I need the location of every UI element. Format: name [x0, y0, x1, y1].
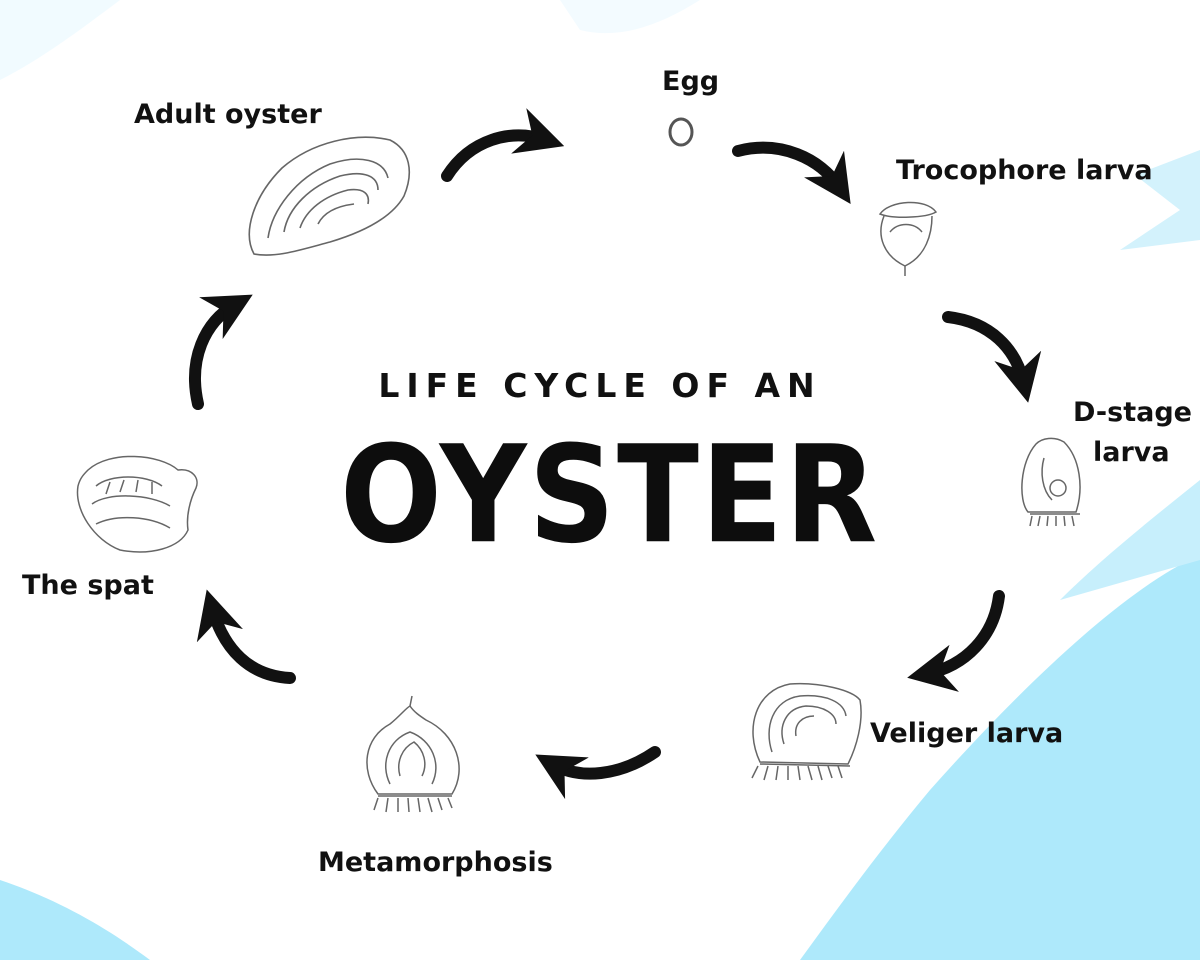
cycle-arrow-icon	[189, 108, 1042, 800]
arrow-dstage-to-veliger	[907, 590, 1005, 692]
metamorphosis-icon	[366, 695, 460, 813]
label-d-stage-larva-line1: D-stage	[1073, 397, 1192, 428]
label-d-stage-larva-line2: larva	[1093, 437, 1170, 468]
label-veliger-larva: Veliger larva	[870, 718, 1064, 749]
arrow-veliger-to-metamorphosis	[535, 746, 661, 800]
arrow-spat-to-adult	[189, 294, 253, 410]
egg-icon	[668, 117, 694, 147]
title-small: LIFE CYCLE OF AN	[378, 366, 822, 405]
veliger-larva-icon	[751, 682, 862, 781]
label-the-spat: The spat	[22, 570, 154, 601]
arrow-trocophore-to-dstage	[942, 311, 1042, 403]
arrow-egg-to-trocophore	[732, 141, 851, 204]
spat-icon	[76, 455, 198, 553]
label-adult-oyster: Adult oyster	[134, 99, 322, 130]
title-main: OYSTER	[340, 418, 880, 574]
label-egg: Egg	[662, 66, 720, 97]
adult-oyster-icon	[248, 136, 411, 256]
arrow-adult-to-egg	[441, 108, 565, 182]
label-metamorphosis: Metamorphosis	[318, 847, 553, 878]
label-trocophore-larva: Trocophore larva	[896, 155, 1153, 186]
arrow-metamorphosis-to-spat	[196, 589, 296, 684]
trocophore-larva-icon	[878, 201, 938, 276]
d-stage-larva-icon	[1021, 437, 1081, 527]
